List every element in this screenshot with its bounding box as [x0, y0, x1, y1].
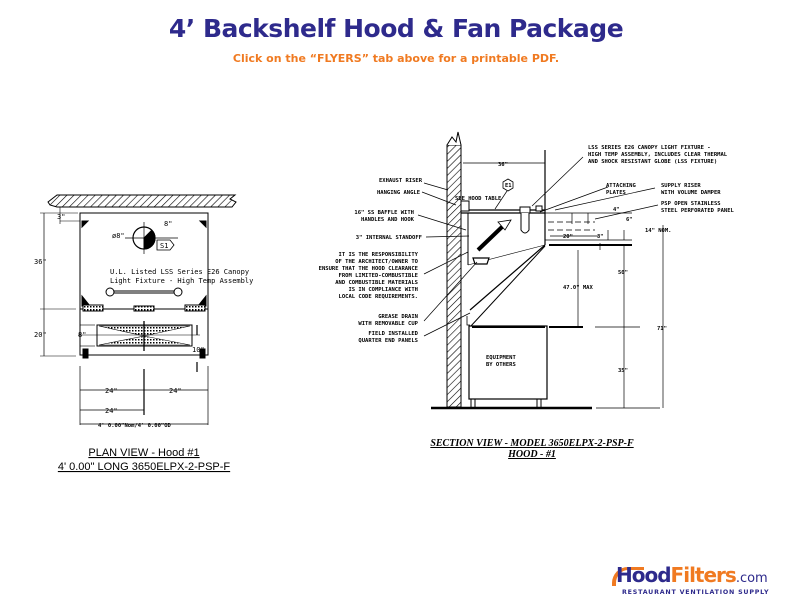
dim-depth: 36": [498, 162, 508, 168]
hoodfilters-logo[interactable]: HoodFilters.com RESTAURANT VENTILATION S…: [612, 563, 787, 603]
page-title: 4’ Backshelf Hood & Fan Package: [168, 14, 624, 43]
dim-seventyone: 71": [657, 326, 667, 332]
note-line-6: IS IN COMPLIANCE WITH: [348, 287, 418, 293]
dim-fortyseven: 47.0" MAX: [563, 285, 593, 291]
plan-view-labels: 3" 36" 20" 8" 10" ø8" 8" S1 U.L. Listed …: [34, 213, 253, 473]
dim-half-width: 24": [105, 407, 118, 415]
hood-tag: E1: [505, 183, 512, 189]
callout-light-2: HIGH TEMP ASSEMBLY, INCLUDES CLEAR THERM…: [588, 152, 728, 158]
callout-standoff: 3" INTERNAL STANDOFF: [356, 235, 422, 241]
light-label-1: U.L. Listed LSS Series E26 Canopy: [110, 268, 249, 276]
plan-view: [40, 194, 237, 425]
light-label-2: Light Fixture - High Temp Assembly: [110, 277, 253, 285]
callout-light-1: LSS SERIES E26 CANOPY LIGHT FIXTURE -: [588, 145, 711, 151]
callout-baffle-2: HANDLES AND HOOK: [361, 217, 415, 223]
dim-fifty: 50": [618, 270, 628, 276]
note-line-2: OF THE ARCHITECT/OWNER TO: [335, 259, 418, 265]
dim-inner-8: 8": [78, 331, 86, 339]
supply-tag: S1: [160, 242, 168, 250]
callout-panels-2: QUARTER END PANELS: [358, 338, 418, 344]
dim-eight: 8": [597, 234, 604, 240]
callout-grease-2: WITH REMOVABLE CUP: [358, 321, 418, 327]
logo-tagline: RESTAURANT VENTILATION SUPPLY: [622, 589, 770, 596]
note-line-7: LOCAL CODE REQUIREMENTS.: [339, 294, 418, 300]
dim-overall: 4' 0.00"Nom/4' 0.00"OD: [98, 423, 172, 429]
dim-inner-10: 10": [192, 346, 205, 354]
logo-hood-text: Hood: [616, 563, 672, 587]
callout-grease-1: GREASE DRAIN: [378, 314, 418, 320]
dim-fourteen: 14" NOM.: [645, 228, 672, 234]
callout-attach-1: ATTACHING: [606, 183, 636, 189]
dim-duct-dia: ø8": [112, 232, 125, 240]
callout-hanging-angle: HANGING ANGLE: [377, 190, 420, 196]
callout-panels-1: FIELD INSTALLED: [368, 331, 418, 337]
plan-view-title: PLAN VIEW - Hood #1: [88, 447, 199, 459]
callout-attach-2: PLATES: [606, 190, 626, 196]
dim-twenty: 20": [563, 234, 573, 240]
note-line-3: ENSURE THAT THE HOOD CLEARANCE: [319, 266, 418, 272]
callout-baffle-1: 16" SS BAFFLE WITH: [354, 210, 414, 216]
dim-height-upper: 36": [34, 258, 47, 266]
callout-light-3: AND SHOCK RESISTANT GLOBE (LSS FIXTURE): [588, 159, 717, 165]
logo-filters-text: Filters: [670, 563, 737, 587]
dim-four: 4": [613, 207, 620, 213]
callout-panel-1: PSP OPEN STAINLESS: [661, 201, 721, 207]
logo-wordmark: HoodFilters.com: [616, 563, 768, 587]
equipment-label-1: EQUIPMENT: [486, 355, 516, 361]
logo-com-text: .com: [735, 571, 768, 586]
logo-swoosh-icon: [612, 567, 644, 586]
section-view-subtitle: HOOD - #1: [507, 449, 556, 460]
dim-six: 6": [626, 217, 633, 223]
section-view: [417, 131, 664, 410]
flyers-hint: Click on the “FLYERS” tab above for a pr…: [232, 52, 560, 65]
plan-view-subtitle: 4' 0.00" LONG 3650ELPX-2-PSP-F: [58, 461, 231, 473]
note-line-1: IT IS THE RESPONSIBILITY: [339, 252, 419, 258]
dim-thirtyfive: 35": [618, 368, 628, 374]
dim-duct-8: 8": [164, 220, 172, 228]
callout-supply-1: SUPPLY RISER: [661, 183, 701, 189]
note-line-5: AND COMBUSTIBLE MATERIALS: [335, 280, 418, 286]
note-line-4: FROM LIMITED-COMBUSTIBLE: [339, 273, 418, 279]
callout-exhaust-riser: EXHAUST RISER: [379, 178, 423, 184]
callout-supply-2: WITH VOLUME DAMPER: [661, 190, 721, 196]
dim-top-offset: 3": [57, 213, 65, 221]
callout-panel-2: STEEL PERFORATED PANEL: [661, 208, 735, 214]
dim-right-width: 24": [169, 387, 182, 395]
equipment-label-2: BY OTHERS: [486, 362, 516, 368]
dim-left-width: 24": [105, 387, 118, 395]
section-view-labels: EXHAUST RISER HANGING ANGLE 16" SS BAFFL…: [319, 145, 735, 460]
section-view-title: SECTION VIEW - MODEL 3650ELPX-2-PSP-F: [430, 438, 634, 449]
callout-hood-table: SEE HOOD TABLE: [455, 196, 501, 202]
dim-height-lower: 20": [34, 331, 47, 339]
